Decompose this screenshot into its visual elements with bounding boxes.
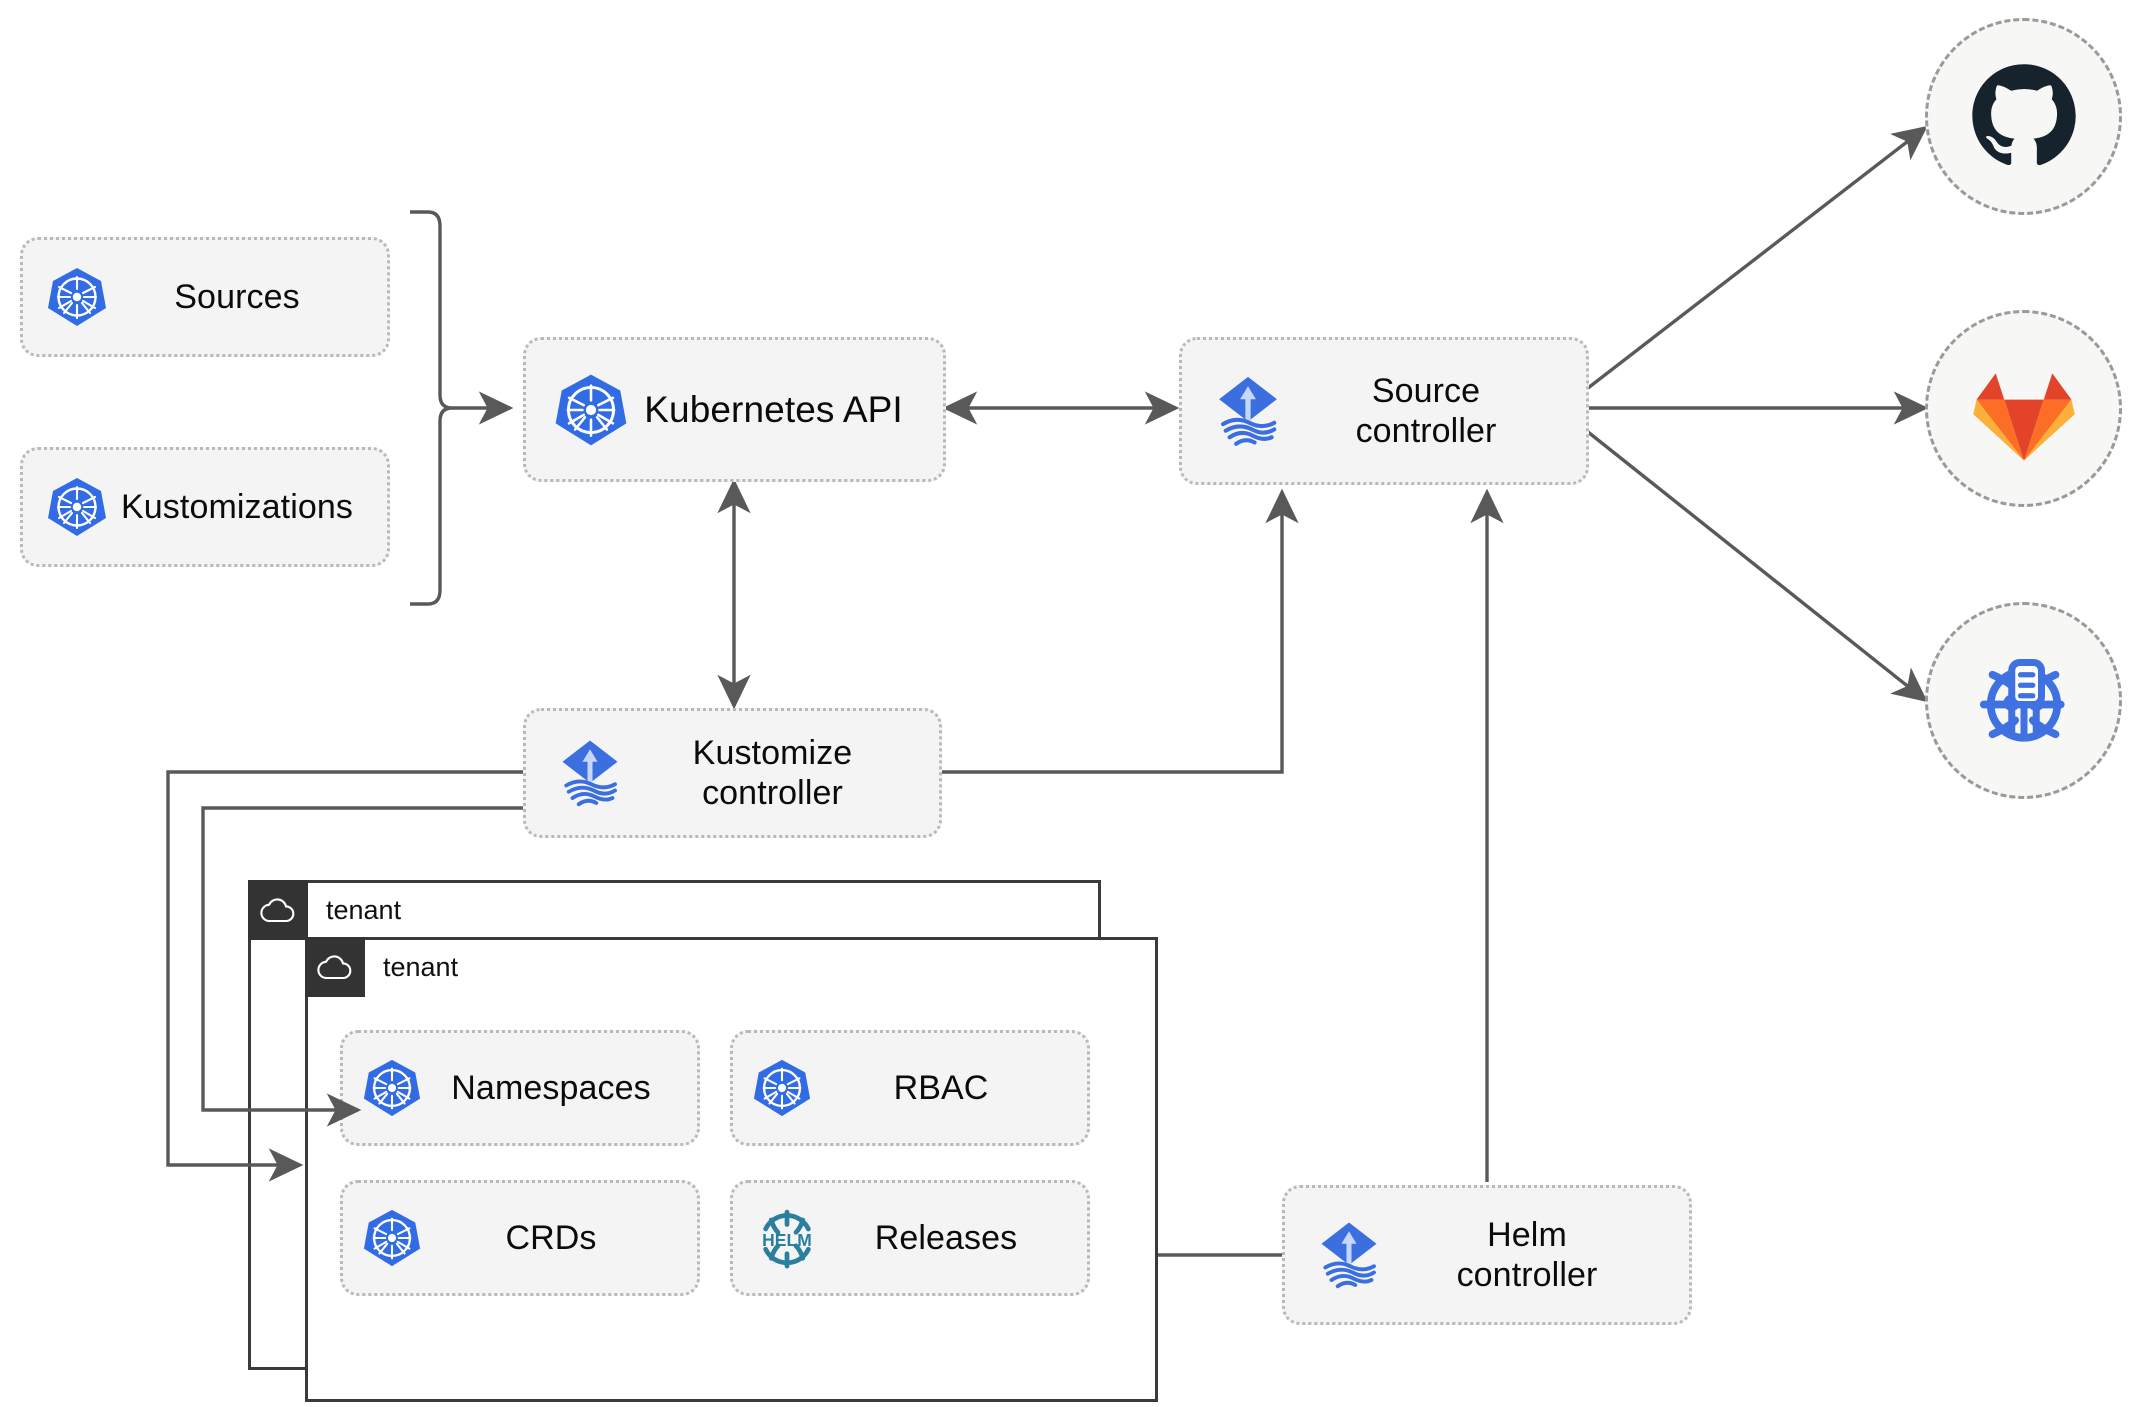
kubernetes-icon (552, 371, 630, 449)
source-controller-node[interactable]: Source controller (1179, 337, 1589, 485)
wire-kustomize-to-tenant-front (201, 806, 523, 1127)
cloud-icon (248, 880, 308, 940)
helm-registry-icon (1979, 658, 2065, 742)
tenant-resource-label: Namespaces (451, 1068, 651, 1107)
tenant-header: tenant (305, 937, 458, 997)
tenant-resource-crds[interactable]: CRDs (340, 1180, 700, 1296)
helm-controller-node[interactable]: Helm controller (1282, 1185, 1692, 1325)
tenant-resource-namespaces[interactable]: Namespaces (340, 1030, 700, 1146)
kubernetes-api-label: Kubernetes API (644, 388, 903, 430)
kubernetes-api-node[interactable]: Kubernetes API (523, 337, 946, 482)
tenant-resource-releases[interactable]: HELM Releases (730, 1180, 1090, 1296)
kubernetes-icon (361, 1207, 423, 1269)
flux-icon (1206, 369, 1290, 453)
helm-controller-label: Helm controller (1456, 1215, 1598, 1294)
kubernetes-icon (45, 265, 109, 329)
kustomize-controller-node[interactable]: Kustomize controller (523, 708, 942, 838)
github-icon (1971, 63, 2076, 165)
tenant-resource-rbac[interactable]: RBAC (730, 1030, 1090, 1146)
resource-sources-label: Sources (174, 277, 300, 316)
tenant-frame-front[interactable]: tenant (305, 937, 1158, 1402)
gitlab-icon (1972, 372, 2075, 461)
resource-kustomizations[interactable]: Kustomizations (20, 447, 390, 567)
cloud-icon (305, 937, 365, 997)
provider-gitlab[interactable] (1925, 310, 2122, 507)
kubernetes-icon (751, 1057, 813, 1119)
provider-github[interactable] (1925, 18, 2122, 215)
flux-icon (550, 733, 630, 813)
helm-icon: HELM (751, 1202, 823, 1274)
kubernetes-icon (361, 1057, 423, 1119)
tenant-resource-label: Releases (874, 1218, 1018, 1257)
tenant-resource-label: CRDs (505, 1218, 597, 1257)
resource-sources[interactable]: Sources (20, 237, 390, 357)
wire-source-to-registry (1586, 430, 1928, 703)
flux-icon (1309, 1215, 1389, 1295)
provider-helm-registry[interactable] (1925, 602, 2122, 799)
source-controller-label: Source controller (1355, 371, 1497, 450)
wire-source-to-github (1586, 125, 1928, 390)
tenant-resource-label: RBAC (893, 1068, 989, 1107)
tenant-label: tenant (383, 951, 459, 982)
kustomize-controller-label: Kustomize controller (692, 733, 853, 812)
resource-kustomizations-label: Kustomizations (121, 487, 353, 526)
tenant-label: tenant (326, 894, 402, 925)
kubernetes-icon (45, 475, 109, 539)
tenant-header: tenant (248, 880, 401, 940)
wire-kustomize-to-tenant-back (166, 770, 523, 1182)
wire-kustomize-to-source (942, 488, 1299, 774)
svg-text:HELM: HELM (762, 1230, 812, 1250)
